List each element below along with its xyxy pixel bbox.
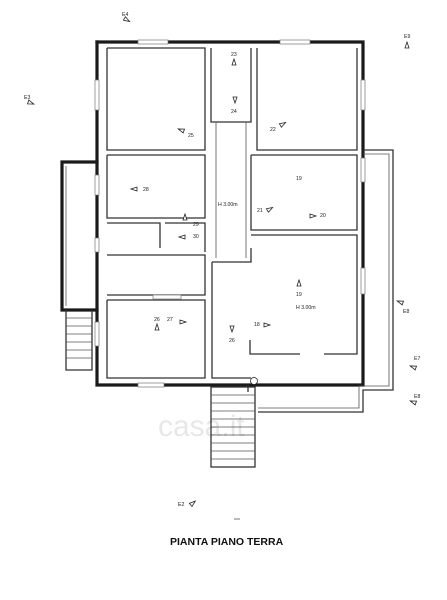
left-annex — [60, 160, 99, 371]
marker-26: 26 — [154, 317, 160, 323]
marker-19-top: 19 — [296, 176, 302, 182]
marker-e7: E7 — [414, 356, 420, 362]
corridor-height-label: H 3.00m — [218, 202, 238, 208]
marker-18: 18 — [254, 322, 260, 328]
camera-icon — [154, 322, 160, 331]
camera-icon — [229, 325, 235, 334]
camera-icon — [278, 121, 287, 128]
watermark: casa.it — [158, 410, 245, 443]
marker-e3: E3 — [24, 95, 30, 101]
marker-19-bottom: 19 — [296, 292, 302, 298]
marker-20: 20 — [320, 213, 326, 219]
marker-e8-lower: E8 — [414, 394, 420, 400]
marker-24: 24 — [231, 109, 237, 115]
camera-icon — [395, 300, 405, 306]
camera-icon — [408, 400, 418, 406]
marker-23: 23 — [231, 52, 237, 58]
marker-e9: E9 — [404, 34, 410, 40]
camera-icon — [122, 16, 131, 23]
camera-icon — [296, 278, 302, 287]
marker-e2: E2 — [178, 502, 184, 508]
entrance-steps — [210, 377, 258, 468]
outer-walls — [95, 40, 365, 387]
marker-21: 21 — [257, 208, 263, 214]
camera-icon — [129, 186, 138, 192]
camera-icon — [182, 212, 188, 221]
camera-icon — [26, 99, 36, 105]
camera-icon — [177, 234, 186, 240]
marker-25: 25 — [188, 133, 194, 139]
camera-icon — [179, 319, 188, 325]
marker-e8: E8 — [403, 309, 409, 315]
marker-22: 22 — [270, 127, 276, 133]
marker-27: 27 — [167, 317, 173, 323]
marker-30: 30 — [193, 234, 199, 240]
camera-icon — [232, 96, 238, 105]
camera-icon — [176, 128, 186, 134]
marker-e4: E4 — [122, 12, 128, 18]
viewpoint-markers: E4 E9 E3 23 24 25 22 28 29 30 19 21 20 1… — [24, 12, 420, 520]
camera-icon — [404, 40, 410, 49]
right-perimeter — [258, 149, 394, 413]
marker-28: 28 — [143, 187, 149, 193]
plan-title: PIANTA PIANO TERRA — [170, 536, 284, 548]
camera-icon — [309, 213, 318, 219]
interior-walls — [106, 47, 358, 379]
marker-26-corridor: 26 — [229, 338, 235, 344]
camera-icon — [265, 206, 274, 213]
room-height-label: H 3.00m — [296, 305, 316, 311]
camera-icon — [188, 500, 197, 508]
camera-icon — [263, 322, 272, 328]
windows — [94, 39, 366, 388]
marker-29: 29 — [193, 222, 199, 228]
camera-icon — [408, 365, 418, 371]
camera-icon — [231, 57, 237, 66]
